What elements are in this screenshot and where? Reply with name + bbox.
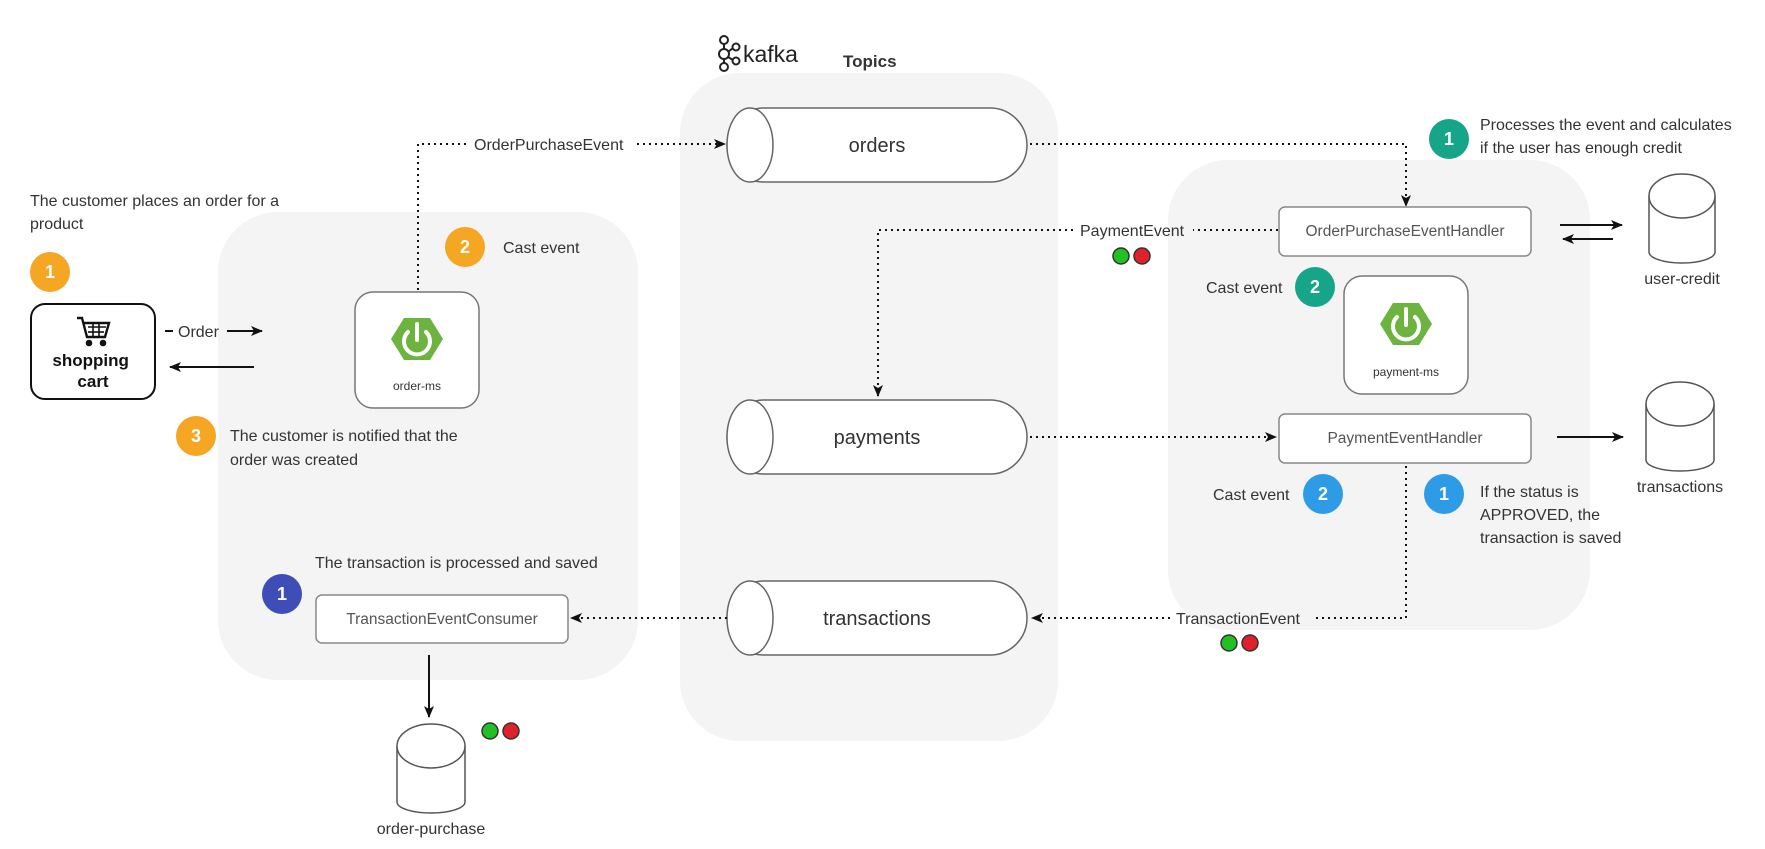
svg-text:3: 3 [191, 426, 201, 446]
order-purchase-event-handler[interactable]: OrderPurchaseEventHandler [1278, 206, 1532, 257]
user-credit-db [1648, 173, 1716, 264]
badge-status-step1: 1 [1424, 474, 1464, 514]
order-purchase-db [396, 723, 466, 814]
badge-payment-cast-step2: 2 [1295, 267, 1335, 307]
topics-heading: Topics [843, 52, 897, 71]
order-purchase-event-connector [417, 143, 468, 290]
payment-event-label: PaymentEvent [1080, 223, 1185, 240]
cast-event-left-label: Cast event [503, 240, 580, 257]
order-purchase-event-label: OrderPurchaseEvent [474, 137, 624, 154]
badge-notified-step3: 3 [176, 416, 216, 456]
transaction-event-connector-right [1312, 466, 1407, 619]
svg-text:1: 1 [1439, 484, 1449, 504]
payment-ms-label: payment-ms [1373, 365, 1439, 379]
topic-payments-label: payments [834, 427, 921, 449]
svg-text:2: 2 [460, 237, 470, 257]
order-purchase-event-handler-label: OrderPurchaseEventHandler [1305, 223, 1504, 240]
cart-icon [77, 316, 111, 347]
badge-processes-step1: 1 [1429, 119, 1469, 159]
topic-orders-label: orders [849, 135, 906, 157]
payment-ms-service[interactable]: payment-ms [1343, 275, 1469, 395]
order-ms-label: order-ms [393, 379, 441, 393]
order-ms-service[interactable]: order-ms [354, 291, 480, 409]
topic-orders[interactable]: orders [726, 107, 1028, 183]
badge-customer-step1: 1 [30, 252, 70, 292]
kafka-icon [718, 35, 741, 72]
badge-cast-event-step2: 2 [445, 227, 485, 267]
customer-notified-note: The customer is notified that the order … [230, 428, 462, 469]
shopping-cart-label: shopping cart [52, 351, 133, 391]
order-label: Order [178, 324, 220, 341]
svg-text:1: 1 [1444, 129, 1454, 149]
kafka-logo-text: kafka [743, 41, 798, 67]
transaction-event-label: TransactionEvent [1176, 611, 1300, 628]
payment-event-handler-label: PaymentEventHandler [1327, 430, 1482, 447]
customer-places-note: The customer places an order for a produ… [30, 193, 283, 233]
payment-event-handler[interactable]: PaymentEventHandler [1278, 413, 1532, 464]
shopping-cart-box[interactable]: shopping cart [30, 303, 156, 400]
cast-event-payment-green-label: Cast event [1206, 280, 1283, 297]
user-credit-db-label: user-credit [1644, 271, 1720, 288]
status-approved-note: If the status is APPROVED, the transacti… [1480, 484, 1621, 547]
payment-ms-panel [1168, 160, 1590, 630]
transaction-event-consumer-label: TransactionEventConsumer [346, 611, 538, 628]
status-dots-payment-event [1112, 247, 1151, 265]
svg-text:2: 2 [1318, 484, 1328, 504]
status-dots-transaction-event [1220, 634, 1259, 652]
topic-payments[interactable]: payments [726, 399, 1028, 475]
cast-event-payment-blue-label: Cast event [1213, 487, 1290, 504]
badge-transaction-step1: 1 [262, 574, 302, 614]
svg-text:2: 2 [1310, 277, 1320, 297]
kafka-logo: kafka [718, 35, 798, 72]
status-dots-order-purchase [481, 722, 520, 740]
order-purchase-db-label: order-purchase [377, 821, 486, 838]
svg-text:1: 1 [277, 584, 287, 604]
badge-payment-cast-blue-step2: 2 [1303, 474, 1343, 514]
transaction-processed-note: The transaction is processed and saved [315, 555, 598, 572]
processes-event-note: Processes the event and calculates if th… [1480, 117, 1736, 157]
spring-power-icon [1380, 303, 1432, 345]
svg-text:1: 1 [45, 262, 55, 282]
transaction-event-consumer[interactable]: TransactionEventConsumer [315, 594, 569, 644]
transactions-db [1645, 381, 1715, 472]
order-ms-panel [218, 212, 638, 680]
topic-transactions-label: transactions [823, 608, 931, 630]
transactions-db-label: transactions [1637, 479, 1723, 496]
spring-power-icon [391, 318, 443, 360]
topic-transactions[interactable]: transactions [726, 580, 1028, 656]
